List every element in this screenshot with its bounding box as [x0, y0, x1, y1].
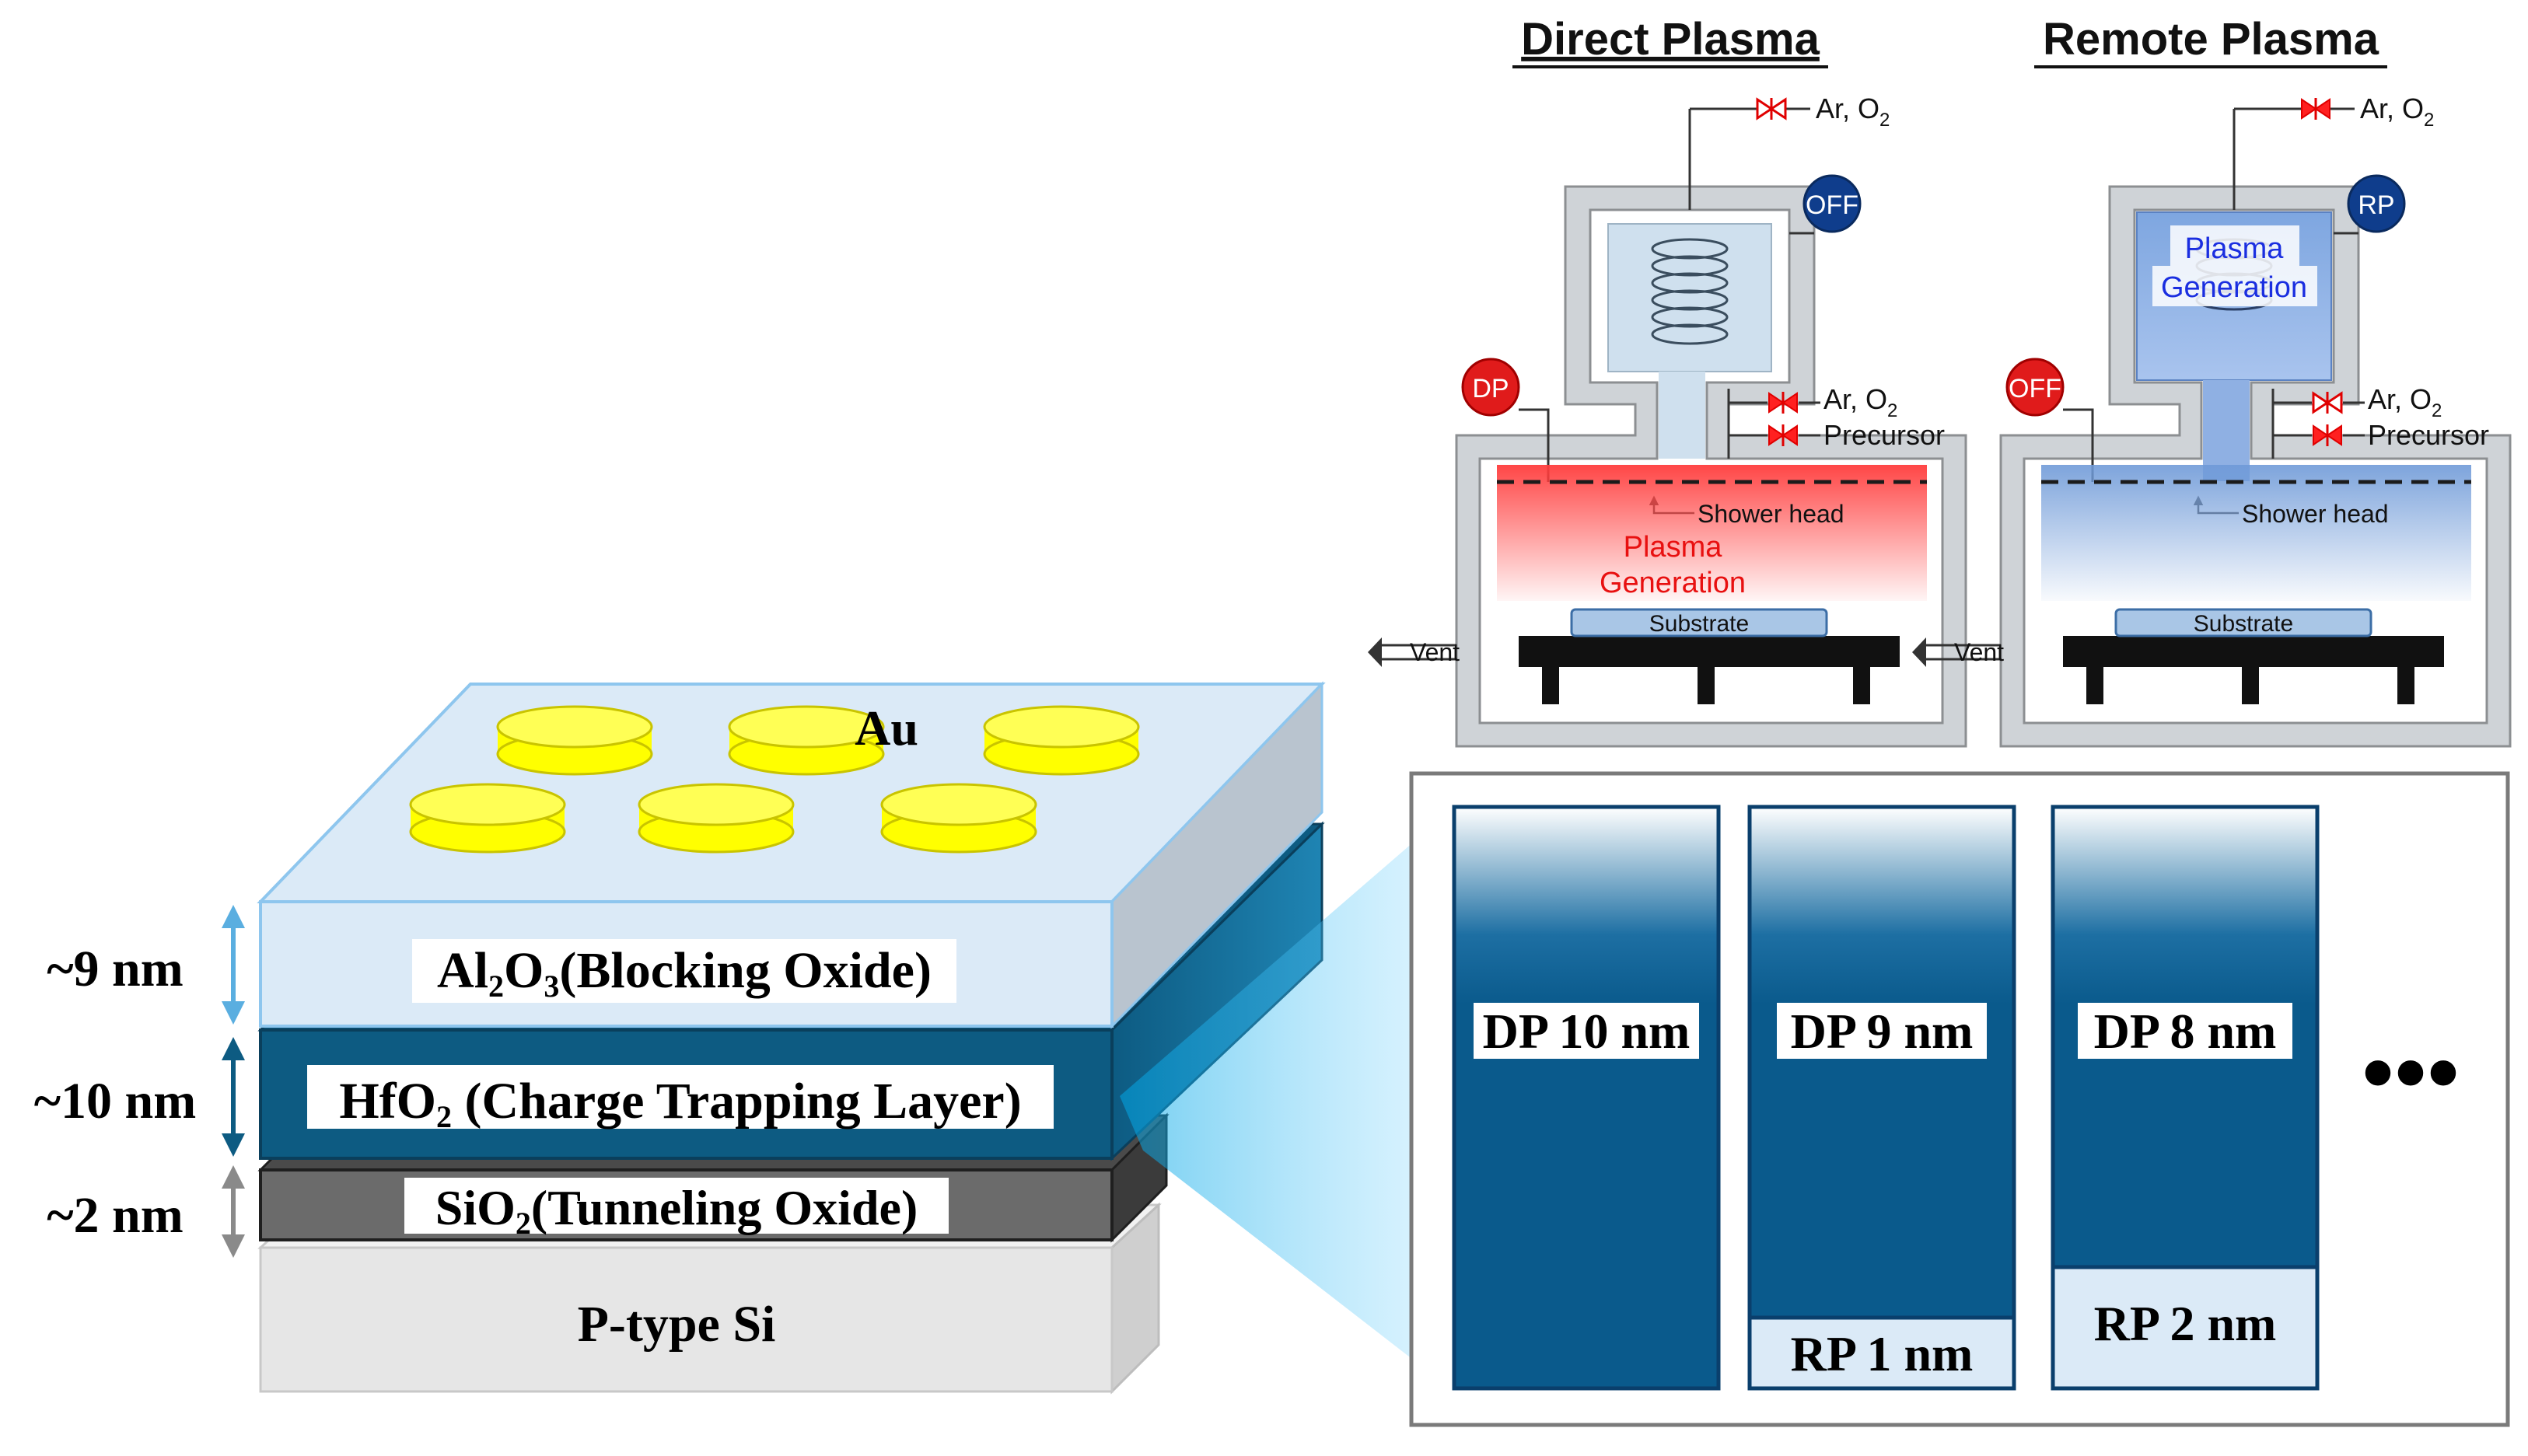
- sample-rp-2-label: RP 2 nm: [2094, 1296, 2277, 1351]
- gas-side-label: Ar, O2: [2368, 383, 2442, 421]
- valve-icon: [2300, 96, 2331, 121]
- sample-dp-9-rp-1: DP 9 nm RP 1 nm: [1747, 805, 2016, 1391]
- sample-dp-9-label: DP 9 nm: [1791, 1004, 1974, 1059]
- thickness-label-hfo2: ~10 nm: [34, 1073, 197, 1130]
- sample-dp-10: DP 10 nm: [1452, 805, 1721, 1391]
- plasma-label-line1: Plasma: [1624, 531, 1723, 564]
- valve-icon: [1756, 96, 1787, 121]
- substrate-label: Substrate: [1649, 611, 1749, 637]
- vent-label: Vent: [1410, 638, 1460, 666]
- valve-icon: [2312, 390, 2343, 415]
- au-electrode: [880, 783, 1037, 854]
- thickness-sio2: ~2 nm: [47, 1165, 245, 1258]
- thickness-al2o3: ~9 nm: [47, 905, 245, 1025]
- gas-top-label: Ar, O2: [1816, 93, 1890, 131]
- precursor-label: Precursor: [1823, 419, 1945, 451]
- au-electrode: [496, 705, 653, 776]
- thickness-label-sio2: ~2 nm: [47, 1187, 184, 1244]
- thickness-hfo2: ~10 nm: [34, 1037, 245, 1157]
- switch-top-off: OFF: [1802, 174, 1862, 233]
- svg-text:OFF: OFF: [1806, 190, 1858, 220]
- switch-bottom-dp: DP: [1461, 358, 1520, 417]
- layer-label-p-type-si: P-type Si: [578, 1296, 776, 1353]
- zoom-beam: [1120, 807, 1454, 1391]
- layer-stack: P-type Si SiO2(Tunneling Oxide) HfO2 (Ch…: [34, 681, 1326, 1395]
- shower-head-label: Shower head: [2242, 500, 2389, 528]
- sample-dp-10-label: DP 10 nm: [1483, 1004, 1691, 1059]
- sample-dp-8-rp-2: DP 8 nm RP 2 nm: [2051, 805, 2320, 1391]
- sample-dp-8-label: DP 8 nm: [2094, 1004, 2277, 1059]
- svg-text:DP: DP: [1472, 374, 1509, 403]
- plasma-label-line2: Generation: [1600, 567, 1746, 599]
- gas-top-label: Ar, O2: [2360, 93, 2434, 131]
- layer-label-sio2: SiO2(Tunneling Oxide): [435, 1180, 918, 1241]
- layer-label-al2o3: Al2O3(Blocking Oxide): [437, 942, 932, 1004]
- sample-panel: DP 10 nm DP 9 nm RP 1 nm DP 8 nm RP 2 nm…: [1409, 771, 2510, 1427]
- plasma-label-line1: Plasma: [2185, 232, 2285, 265]
- plasma-region: [2041, 465, 2471, 601]
- more-samples-ellipsis: •••: [2362, 1021, 2460, 1124]
- au-electrode: [728, 705, 885, 776]
- svg-text:OFF: OFF: [2009, 374, 2061, 403]
- coil-icon: [1651, 238, 1729, 345]
- substrate-label: Substrate: [2194, 611, 2293, 637]
- shower-head-label: Shower head: [1698, 500, 1844, 528]
- sample-rp-1-label: RP 1 nm: [1791, 1326, 1974, 1381]
- remote-plasma-chamber: Remote Plasma Plasma Generation Shower h…: [1912, 14, 2510, 746]
- remote-plasma-title: Remote Plasma: [2043, 14, 2379, 65]
- thickness-label-al2o3: ~9 nm: [47, 941, 184, 997]
- au-electrodes: Au: [409, 700, 1140, 854]
- switch-top-rp: RP: [2347, 174, 2406, 233]
- gas-side-label: Ar, O2: [1823, 383, 1897, 421]
- switch-bottom-off: OFF: [2005, 358, 2065, 417]
- plasma-region: [1497, 465, 1927, 601]
- vent-label: Vent: [1954, 638, 2004, 666]
- direct-plasma-title: Direct Plasma: [1521, 14, 1820, 65]
- layer-label-hfo2: HfO2 (Charge Trapping Layer): [339, 1073, 1021, 1134]
- au-label: Au: [855, 700, 918, 756]
- svg-text:RP: RP: [2358, 190, 2394, 220]
- au-electrode: [409, 783, 566, 854]
- au-electrode: [638, 783, 795, 854]
- precursor-label: Precursor: [2368, 419, 2489, 451]
- au-electrode: [983, 705, 1140, 776]
- plasma-label-line2: Generation: [2161, 271, 2307, 304]
- direct-plasma-chamber: Direct Plasma Shower head Plasma Generat…: [1368, 14, 1966, 746]
